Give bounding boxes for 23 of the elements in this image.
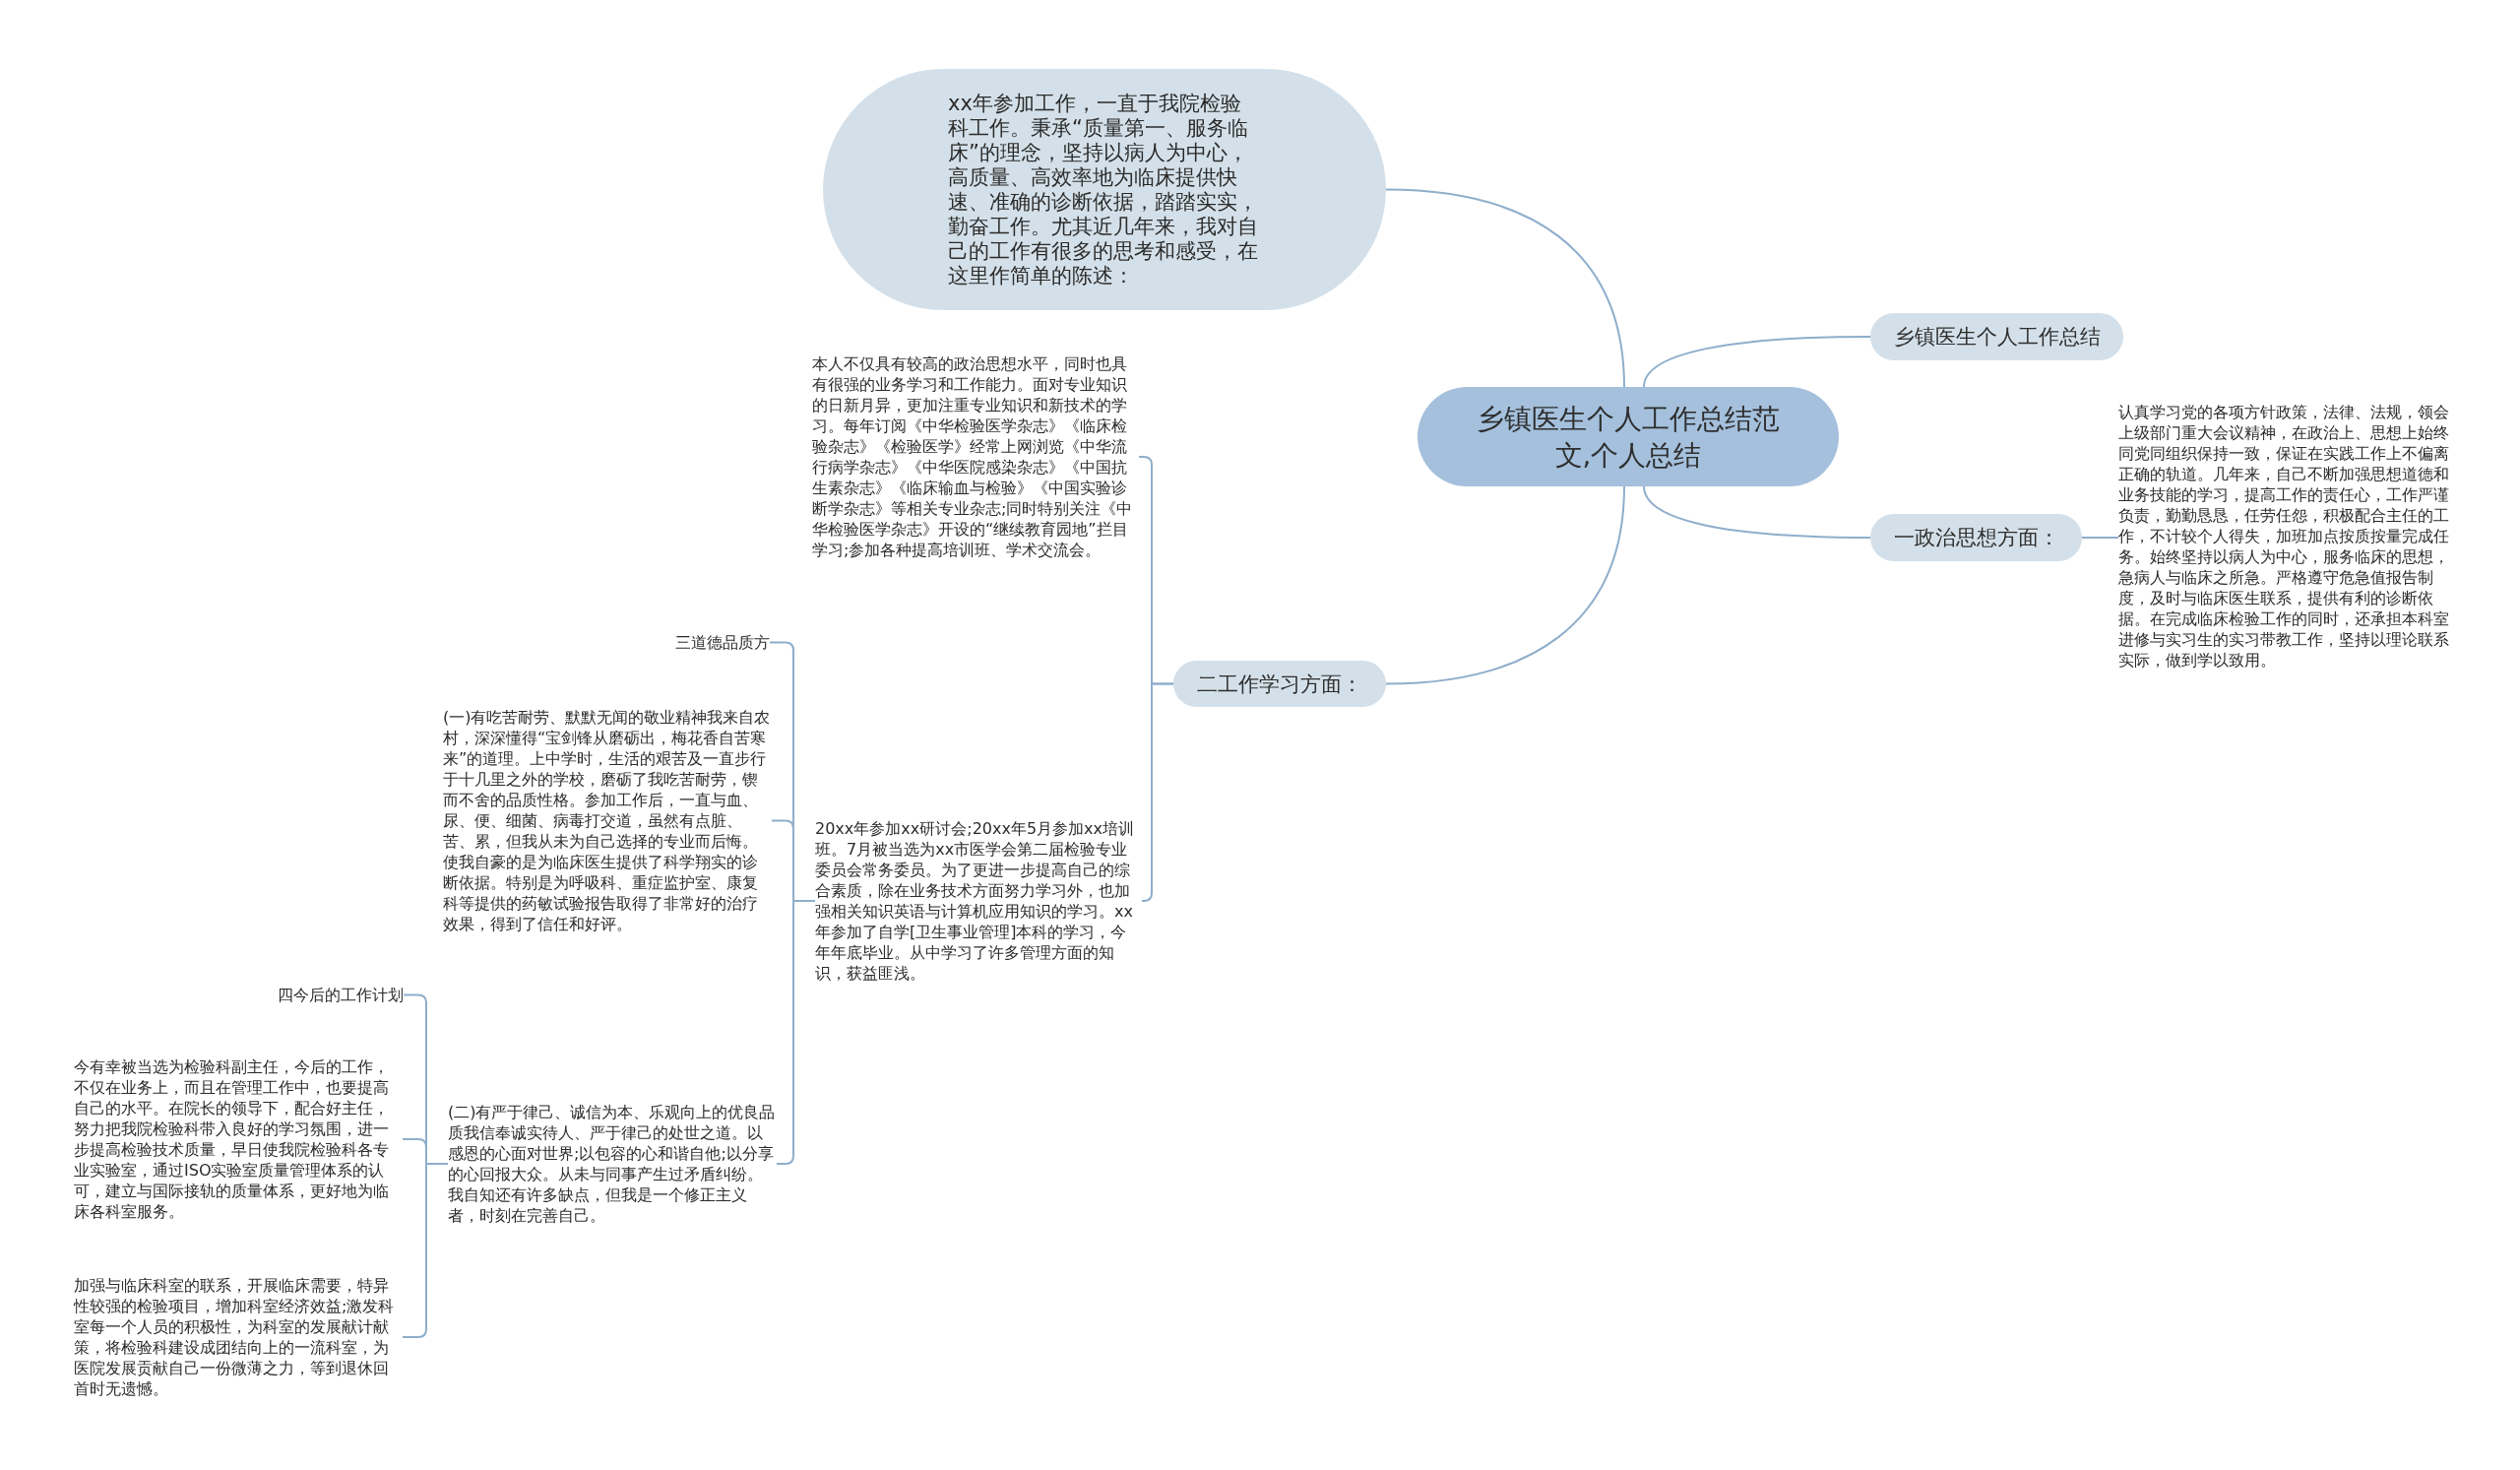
topic-label: 乡镇医生个人工作总结	[1893, 324, 2101, 351]
branch-text: 认真学习党的各项方针政策，法律、法规，领会上级部门重大会议精神，在政治上、思想上始终同党同组织保持一致，保证在实践工作上不偏离正确的轨道。几年来，自己不断加强思想道德和业务技能的学习，提高工作的责任心，工作严谨负责，勤勤恳恳，任劳任怨，积极配合主任的工作，不计较个人得失，加班加点按质按量完成任务。始终坚持以病人为中心，服务临床的思想，急病人与临床之所急。严格遵守危急值报告制度，及时与临床医生联系，提供有利的诊断依据。在完成临床检验工作的同时，还承担本科室进修与实习生的实习带教工作，坚持以理论联系实际，做到学以致用。	[2118, 402, 2449, 671]
branch-text: (二)有严于律己、诚信为本、乐观向上的优良品质我信奉诚实待人、严于律己的处世之道。以感恩的心面对世界;以包容的心和谐自他;以分享的心回报大众。从未与同事产生过矛盾纠纷。我自知还有许多缺点，但我是一个修正主义者，时刻在完善自己。	[448, 1102, 777, 1226]
branch-text: (一)有吃苦耐劳、默默无闻的敬业精神我来自农村，深深懂得“宝剑锋从磨砺出，梅花香自苦寒来”的道理。上中学时，生活的艰苦及一直步行于十几里之外的学校，磨砺了我吃苦耐劳，锲而不舍的品质性格。参加工作后，一直与血、尿、便、细菌、病毒打交道，虽然有点脏、苦、累，但我从未为自己选择的专业而后悔。使我自豪的是为临床医生提供了科学翔实的诊断依据。特别是为呼吸科、重症监护室、康复科等提供的药敏试验报告取得了非常好的治疗效果，得到了信任和好评。	[443, 707, 772, 934]
topic-label: 乡镇医生个人工作总结范文,个人总结	[1476, 401, 1781, 474]
branch-heading: 三道德品质方	[675, 632, 770, 653]
connector-line	[1385, 188, 1625, 388]
branch-text: 本人不仅具有较高的政治思想水平，同时也具有很强的业务学习和工作能力。面对专业知识的日新月异，更加注重专业知识和新技术的学习。每年订阅《中华检验医学杂志》《临床检验杂志》《检验医学》经常上网浏览《中华流行病学杂志》《中华医院感染杂志》《中国抗生素杂志》《临床输血与检验》《中国实验诊断学杂志》等相关专业杂志;同时特别关注《中华检验医学杂志》开设的“继续教育园地”拦目学习;参加各种提高培训班、学术交流会。	[812, 353, 1139, 560]
topic-pill	[1173, 661, 1386, 707]
topic-label: 一政治思想方面：	[1893, 525, 2059, 551]
bracket-line	[1141, 682, 1174, 902]
connector-line	[1643, 336, 1871, 388]
connector-line	[2081, 537, 2119, 539]
connector-line	[1643, 485, 1871, 539]
branch-text: 加强与临床科室的联系，开展临床需要，特异性较强的检验项目，增加科室经济效益;激发科室每一个人员的积极性，为科室的发展献计献策，将检验科建设成团结向上的一流科室，为医院发展贡献自己一份微薄之力，等到退休回首时无遗憾。	[74, 1275, 403, 1399]
branch-text: 20xx年参加xx研讨会;20xx年5月参加xx培训班。7月被当选为xx市医学会第二届检验专业委员会常务委员。为了更进一步提高自己的综合素质，除在业务技术方面努力学习外，也加强相关知识英语与计算机应用知识的学习。xx年参加了自学[卫生事业管理]本科的学习，今年年底毕业。从中学习了许多管理方面的知识，获益匪浅。	[815, 818, 1142, 984]
topic-paragraph: xx年参加工作，一直于我院检验科工作。秉承“质量第一、服务临床”的理念，坚持以病人为中心，高质量、高效率地为临床提供快速、准确的诊断依据，踏踏实实，勤奋工作。尤其近几年来，我对自己的工作有很多的思考和感受，在这里作简单的陈述：	[948, 91, 1259, 288]
topic-pill	[1870, 514, 2082, 561]
branch-text: 今有幸被当选为检验科副主任，今后的工作，不仅在业务上，而且在管理工作中，也要提高自己的水平。在院长的领导下，配合好主任，努力把我院检验科带入良好的学习氛围，进一步提高检验技术质量，早日使我院检验科各专业实验室，通过ISO实验室质量管理体系的认可，建立与国际接轨的质量体系，更好地为临床各科室服务。	[74, 1056, 403, 1222]
topic-label: 二工作学习方面：	[1197, 671, 1362, 698]
connector-line	[1385, 485, 1625, 685]
topic-pill	[1870, 313, 2123, 360]
branch-heading: 四今后的工作计划	[278, 985, 404, 1005]
